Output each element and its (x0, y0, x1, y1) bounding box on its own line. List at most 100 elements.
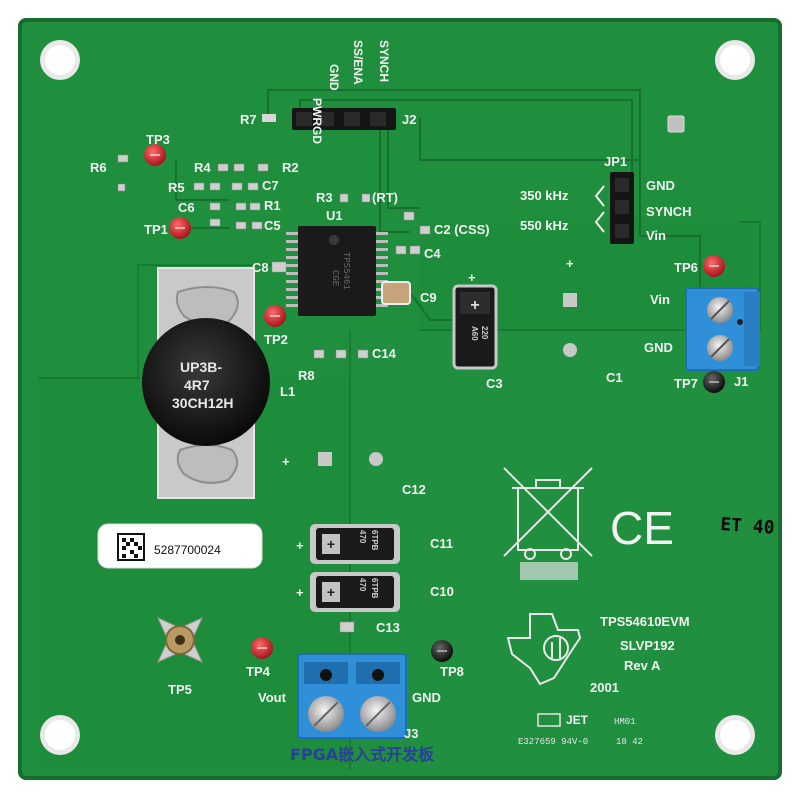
label-c8: C8 (252, 260, 269, 275)
j3-label-vout: Vout (258, 690, 287, 705)
ce-mark: CE (610, 502, 674, 554)
u1-marking-1: TPS5461 (341, 252, 351, 290)
label-tp1: TP1 (144, 222, 168, 237)
label-550khz: 550 kHz (520, 218, 569, 233)
label-l1: L1 (280, 384, 295, 399)
svg-text:+: + (470, 297, 479, 314)
resistor-r7 (262, 114, 276, 122)
c1-plus: + (566, 256, 574, 271)
label-r6: R6 (90, 160, 107, 175)
c10-marking-2: 6TPB (370, 578, 379, 599)
test-point-tp2 (264, 305, 286, 327)
c10-marking-1: 470 (358, 578, 367, 592)
label-tp2: TP2 (264, 332, 288, 347)
j2-pin-labels: PWRGD GND SS/ENA SYNCH (310, 40, 391, 144)
svg-text:+: + (327, 584, 335, 600)
label-c6: C6 (178, 200, 195, 215)
label-tp6: TP6 (674, 260, 698, 275)
board-year: 2001 (590, 680, 619, 695)
chip-u1: TPS5461 CGE (286, 226, 388, 316)
label-c2-css: C2 (CSS) (434, 222, 490, 237)
crossed-out-bin-icon (503, 467, 593, 560)
ul-code: E327659 94V-0 (518, 737, 588, 747)
label-350khz: 350 kHz (520, 188, 569, 203)
label-r5: R5 (168, 180, 185, 195)
pour-outline (137, 264, 300, 378)
label-c3: C3 (486, 376, 503, 391)
label-c10: C10 (430, 584, 454, 599)
label-c5: C5 (264, 218, 281, 233)
j2-pin-pwrgd: PWRGD (310, 98, 324, 144)
label-j2: J2 (402, 112, 416, 127)
j1-label-gnd: GND (644, 340, 673, 355)
weee-bar (520, 562, 578, 580)
test-point-tp5 (156, 616, 204, 664)
label-tp7: TP7 (674, 376, 698, 391)
datamatrix-icon (117, 533, 145, 561)
board-revision: Rev A (624, 658, 661, 673)
board-name: TPS54610EVM (600, 614, 690, 629)
label-c1: C1 (606, 370, 623, 385)
label-r2: R2 (282, 160, 299, 175)
barcode-sticker: 5287700024 (97, 523, 263, 569)
label-u1: U1 (326, 208, 343, 223)
label-c7: C7 (262, 178, 279, 193)
jp1-label-vin: Vin (646, 228, 666, 243)
label-c11: C11 (430, 536, 453, 551)
label-r1: R1 (264, 198, 281, 213)
label-c4: C4 (424, 246, 441, 261)
capacitor-c9 (381, 281, 411, 305)
capacitor-c10: + 470 6TPB (310, 572, 400, 612)
c11-marking-1: 470 (358, 530, 367, 544)
c12-pad-square (318, 452, 332, 466)
c11-marking-2: 6TPB (370, 530, 379, 551)
test-point-tp7 (703, 371, 725, 393)
label-r3: R3 (316, 190, 333, 205)
passive-cluster (117, 154, 431, 633)
j3-label-gnd: GND (412, 690, 441, 705)
test-point-tp1 (169, 217, 191, 239)
date-code: 18 42 (616, 737, 643, 747)
jp1-label-synch: SYNCH (646, 204, 692, 219)
label-tp8: TP8 (440, 664, 464, 679)
test-point-tp3 (144, 144, 166, 166)
maker-mark: JET (566, 713, 589, 727)
label-c12: C12 (402, 482, 426, 497)
ul-logo-icon (537, 713, 561, 727)
ti-logo-icon (506, 613, 582, 686)
j2-pin-gnd: GND (327, 64, 341, 91)
label-tp3: TP3 (146, 132, 170, 147)
pad-top-right (667, 115, 685, 133)
label-c14: C14 (372, 346, 397, 361)
svg-text:+: + (327, 536, 335, 552)
lot-mark: HM01 (614, 717, 636, 727)
c1-pad-square (563, 293, 577, 307)
jp1-label-gnd: GND (646, 178, 675, 193)
test-point-tp4 (251, 637, 273, 659)
c3-marking-1: 220 (480, 326, 489, 340)
test-point-tp6 (703, 255, 725, 277)
c3-marking-2: A60 (470, 326, 479, 341)
label-j3: J3 (404, 726, 418, 741)
u1-marking-2: CGE (330, 270, 340, 286)
l1-marking-1: UP3B- (180, 359, 222, 375)
label-c9: C9 (420, 290, 437, 305)
c10-plus: + (296, 585, 304, 600)
c11-plus: + (296, 538, 304, 553)
header-j2 (292, 108, 396, 130)
label-tp4: TP4 (246, 664, 271, 679)
j2-pin-ssena: SS/ENA (351, 40, 365, 85)
inductor-l1: UP3B- 4R7 30CH12H (142, 267, 270, 499)
barcode-number: 5287700024 (154, 543, 221, 557)
jumper-jp1 (594, 172, 634, 244)
mounting-holes (40, 40, 755, 755)
label-c13: C13 (376, 620, 400, 635)
test-point-tp8 (431, 640, 453, 662)
label-r8: R8 (298, 368, 315, 383)
board-part-number: SLVP192 (620, 638, 675, 653)
handwritten-mark: ET 40 (720, 514, 776, 539)
label-r4: R4 (194, 160, 211, 175)
j2-pin-synch: SYNCH (377, 40, 391, 82)
c1-pad-round (563, 343, 577, 357)
